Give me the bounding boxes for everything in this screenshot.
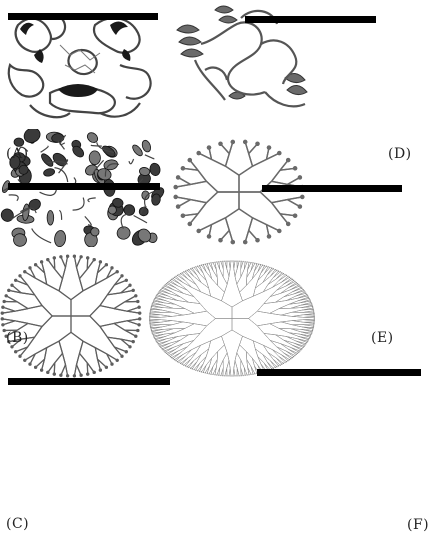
panel-label-b: (B)	[6, 330, 29, 346]
panel-label-f: (F)	[407, 517, 429, 533]
dendrimer-f-image	[147, 256, 317, 381]
panel-label-d: (D)	[388, 146, 412, 162]
scale-bar-e	[262, 185, 402, 192]
scale-bar-b	[8, 183, 160, 190]
dendrimer-d-image	[173, 137, 305, 247]
scale-bar-f	[257, 369, 421, 376]
panel-label-c: (C)	[6, 516, 29, 532]
scale-bar-c	[8, 378, 170, 385]
scale-bar-a	[8, 13, 158, 20]
panel-label-e: (E)	[371, 330, 394, 346]
dendrimer-e-image	[0, 251, 142, 381]
scale-bar-d	[245, 16, 376, 23]
panel-label-a: (A)	[6, 146, 29, 162]
protein-a-image	[0, 5, 160, 125]
